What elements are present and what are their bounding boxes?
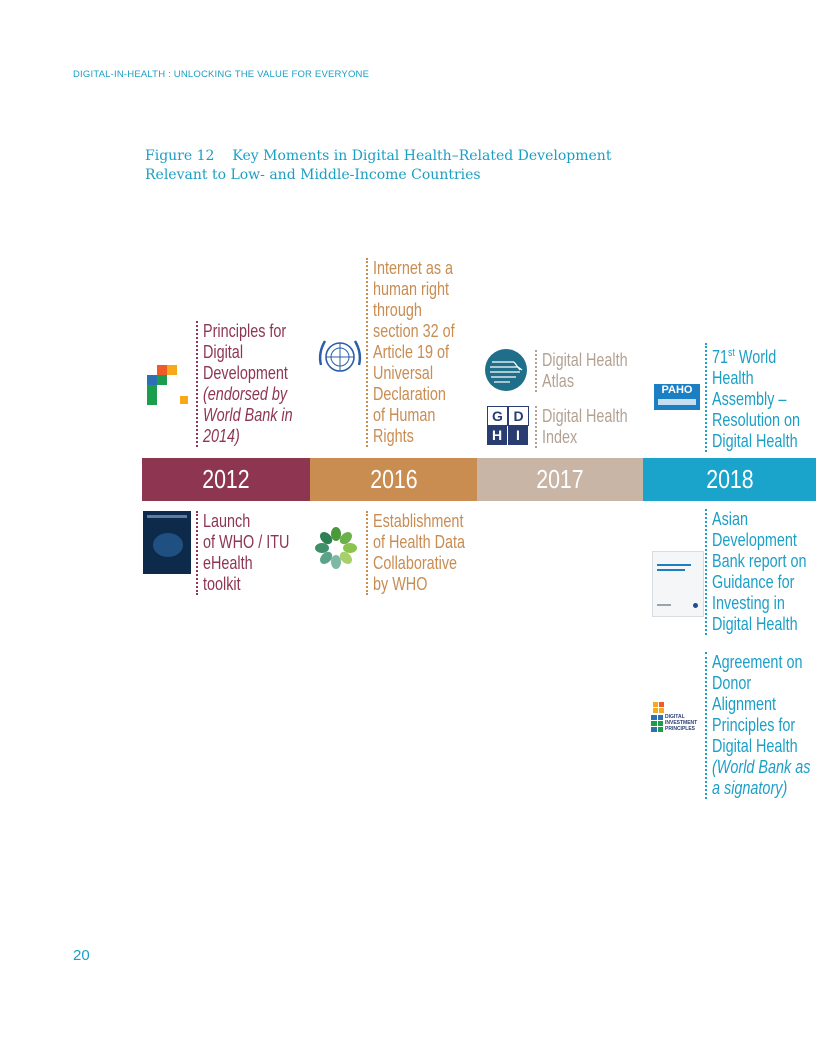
digital-investment-principles-logo-icon: DIGITAL INVESTMENT PRINCIPLES (651, 702, 703, 740)
gdhi-logo-icon: G D H I (487, 406, 529, 446)
digital-health-atlas-logo-icon (484, 348, 528, 392)
event-2012-ehealth-toolkit: Launch of WHO / ITU eHealth toolkit (196, 511, 303, 595)
year-bar-2016: 2016 (310, 458, 477, 501)
ehealth-toolkit-cover-icon (143, 511, 191, 574)
page-number: 20 (73, 947, 90, 964)
year-bar-2018: 2018 (643, 458, 816, 501)
health-data-collaborative-logo-icon (314, 526, 358, 570)
event-2016-internet-right: Internet as a human right through sectio… (366, 258, 478, 447)
figure-title: Figure 12 Key Moments in Digital Health–R… (145, 147, 665, 185)
digital-principles-logo-icon (147, 365, 189, 407)
event-2018-wha: 71st World Health Assembly – Resolution … (705, 343, 816, 452)
event-2012-principles: Principles for Digital Development (endo… (196, 321, 303, 447)
event-2016-health-data-collaborative: Establishment of Health Data Collaborati… (366, 511, 483, 595)
united-nations-emblem-icon (315, 335, 365, 379)
year-bar-2017: 2017 (477, 458, 643, 501)
running-head: DIGITAL-IN-HEALTH : UNLOCKING THE VALUE … (73, 69, 370, 80)
figure-title-line1: Key Moments in Digital Health–Related De… (232, 148, 612, 164)
adb-report-cover-icon (652, 551, 704, 617)
figure-number: Figure 12 (145, 148, 215, 164)
figure-title-line2: Relevant to Low- and Middle-Income Count… (145, 167, 481, 183)
event-2018-donor-alignment: Agreement on Donor Alignment Principles … (705, 652, 816, 799)
event-2017-atlas: Digital Health Atlas (535, 350, 652, 392)
event-2018-adb-report: Asian Development Bank report on Guidanc… (705, 509, 816, 635)
event-2017-index: Digital Health Index (535, 406, 652, 448)
paho-logo-icon: PAHO (654, 384, 700, 410)
year-bar-2012: 2012 (142, 458, 310, 501)
